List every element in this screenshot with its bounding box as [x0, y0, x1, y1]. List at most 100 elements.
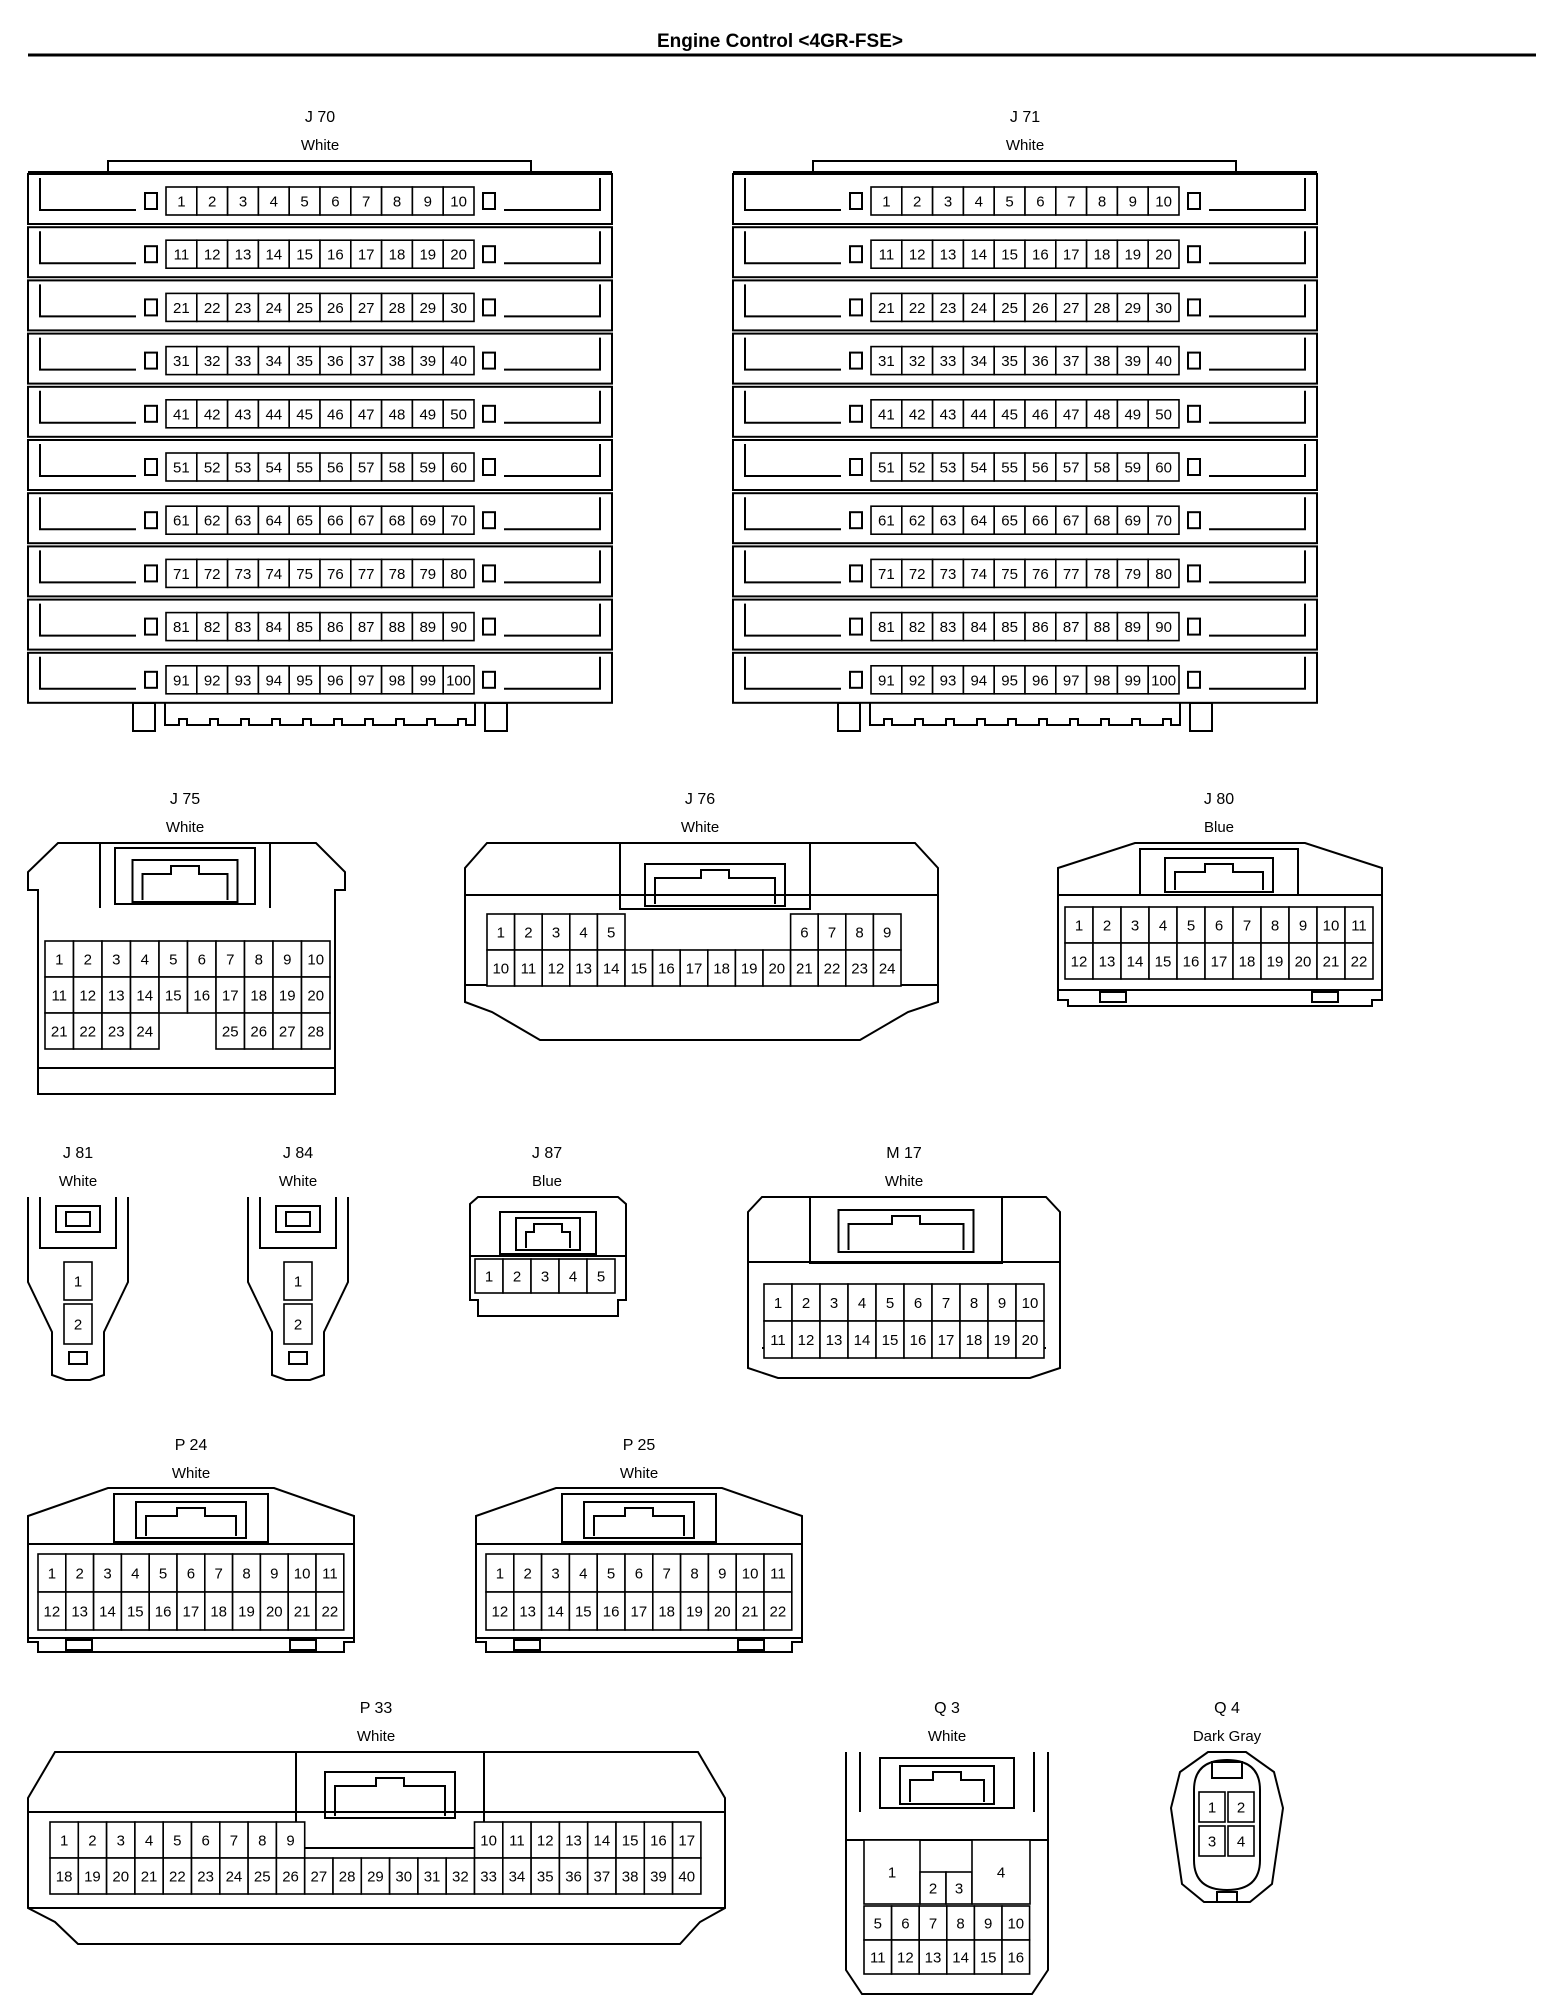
pin-number: 19 [686, 1604, 703, 1621]
pin-cell [1116, 558, 1150, 589]
pin-cell [49, 1857, 80, 1895]
tier-guide-left [39, 284, 136, 318]
pin-number: 16 [603, 1604, 620, 1621]
pin-cell [411, 452, 444, 482]
pin-number: 91 [173, 672, 190, 689]
housing-edge [28, 1543, 354, 1639]
pin-number: 8 [1271, 918, 1279, 935]
pin-cell [247, 1821, 278, 1859]
tier-guide-right [1209, 390, 1306, 424]
pin-number: 88 [1094, 619, 1111, 636]
pin-cell [945, 1905, 976, 1941]
tier-guide-left [744, 337, 841, 371]
pin-number: 4 [858, 1295, 866, 1312]
pin-cell [1015, 1283, 1045, 1322]
pin-number: 18 [713, 961, 730, 978]
latch-frame [113, 1493, 269, 1543]
pin-number: 5 [159, 1566, 167, 1583]
pin-cell [762, 949, 792, 987]
connector-id-label: J 80 [1204, 791, 1234, 808]
pin-number: 54 [970, 460, 987, 477]
pin-number: 17 [631, 1604, 648, 1621]
pin-cell [288, 611, 321, 642]
pin-number: 12 [1071, 954, 1088, 971]
pin-number: 47 [358, 406, 375, 423]
connector-id-label: J 84 [283, 1145, 313, 1162]
pin-cell [215, 1012, 246, 1050]
pin-number: 29 [1124, 300, 1141, 317]
latch-tab [65, 1211, 91, 1227]
pin-number: 58 [389, 460, 406, 477]
pin-number: 12 [548, 961, 565, 978]
pin-number: 96 [1032, 672, 1049, 689]
pin-number: 12 [537, 1833, 554, 1850]
pin-number: 84 [970, 619, 987, 636]
pin-number: 77 [1063, 566, 1080, 583]
pin-number: 22 [824, 961, 841, 978]
pin-cell [844, 949, 875, 987]
pin-cell [863, 1905, 893, 1941]
pin-cell [1055, 452, 1088, 482]
pin-cell [763, 1320, 793, 1359]
pin-number: 37 [594, 1869, 611, 1886]
pin-number: 13 [940, 247, 957, 264]
pin-cell [303, 1857, 334, 1895]
pin-cell [1024, 664, 1057, 695]
pin-cell [44, 1012, 75, 1050]
pin-number: 17 [678, 1833, 695, 1850]
foot-left [837, 702, 861, 732]
pin-number: 45 [296, 406, 313, 423]
pin-number: 27 [311, 1869, 328, 1886]
pin-cell [1085, 505, 1119, 536]
pin-number: 14 [265, 247, 282, 264]
pin-number: 63 [940, 513, 957, 530]
pin-cell [1147, 505, 1180, 536]
pin-number: 10 [492, 961, 509, 978]
pin-cell [120, 1553, 151, 1593]
pin-number: 15 [296, 247, 313, 264]
pin-number: 7 [942, 1295, 950, 1312]
pin-number: 30 [450, 300, 467, 317]
pin-number: 39 [1124, 353, 1141, 370]
tier-guide-right [504, 444, 601, 477]
pin-number: 15 [622, 1833, 639, 1850]
pin-number: 14 [1127, 954, 1144, 971]
pin-number: 60 [1155, 460, 1172, 477]
tier-guide-right [1209, 656, 1306, 690]
connector-color-label: White [279, 1173, 317, 1190]
pin-cell [257, 398, 290, 429]
pin-number: 16 [658, 961, 675, 978]
pin-number: 50 [1155, 406, 1172, 423]
pin-number: 14 [854, 1332, 871, 1349]
pin-number: 16 [193, 988, 210, 1005]
pin-number: 57 [358, 460, 375, 477]
pin-number: 75 [1001, 566, 1018, 583]
pin-number: 100 [446, 672, 471, 689]
pin-number: 37 [1063, 353, 1080, 370]
pin-cell [1015, 1320, 1045, 1359]
pin-number: 27 [279, 1024, 296, 1041]
pin-cell [870, 505, 903, 536]
pin-number: 5 [874, 1916, 882, 1933]
pin-number: 98 [1094, 672, 1111, 689]
pin-cell [49, 1821, 80, 1859]
pin-cell [231, 1591, 262, 1631]
pin-number: 90 [1155, 619, 1172, 636]
pin-number: 73 [235, 566, 252, 583]
pin-cell [204, 1591, 234, 1631]
pin-number: 46 [1032, 406, 1049, 423]
pin-number: 40 [1155, 353, 1172, 370]
pin-number: 24 [226, 1869, 243, 1886]
connector-id-label: J 71 [1010, 109, 1040, 126]
pin-cell [380, 292, 414, 323]
pin-number: 31 [173, 353, 190, 370]
connector-color-label: White [681, 819, 719, 836]
pin-cell [288, 398, 321, 429]
pin-cell [134, 1821, 164, 1859]
housing-outline [1169, 1751, 1285, 1903]
pin-number: 1 [774, 1295, 782, 1312]
pin-cell [196, 239, 229, 269]
